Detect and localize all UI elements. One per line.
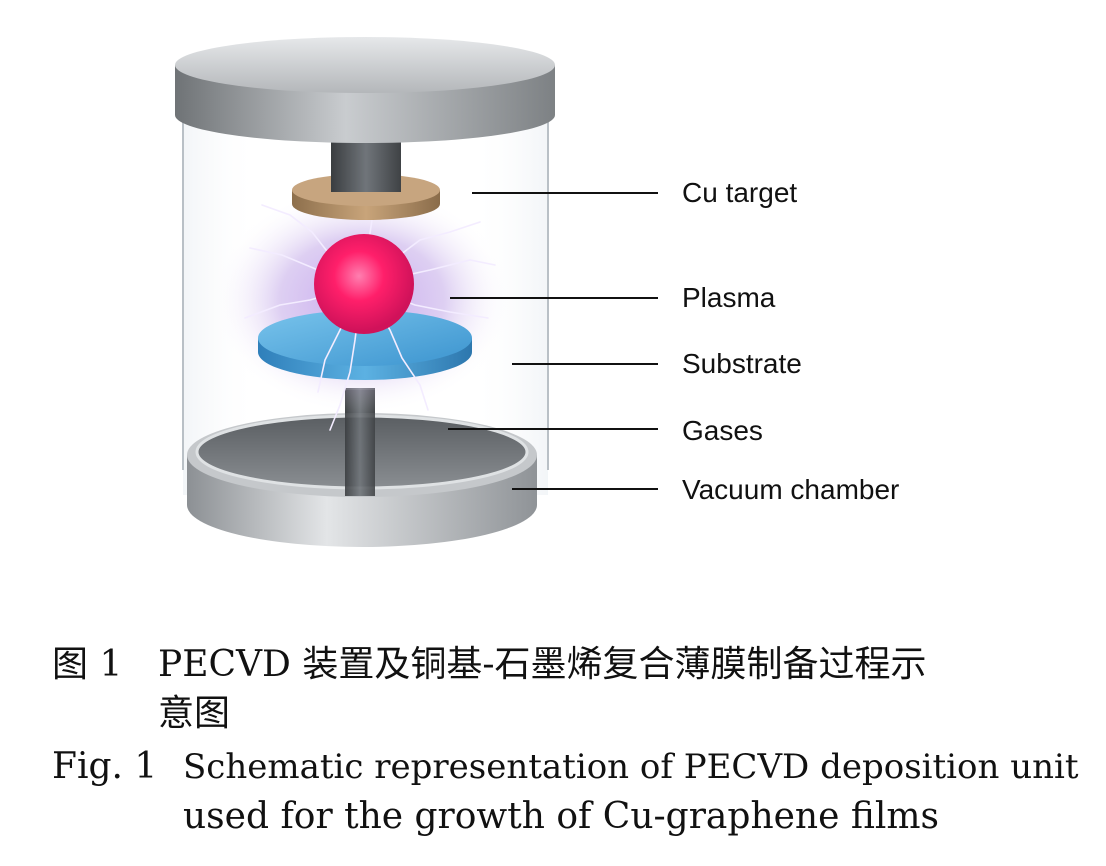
label-plasma: Plasma <box>682 282 776 313</box>
label-vacuum-chamber: Vacuum chamber <box>682 474 899 505</box>
pecvd-schematic: Cu target Plasma Substrate Gases Vacuum … <box>175 37 899 547</box>
plasma-ball <box>314 234 414 334</box>
caption-cn-label: 图 1 <box>52 644 123 685</box>
cu-target-disc <box>292 170 440 220</box>
substrate-disc <box>258 310 472 380</box>
caption-en-line2: used for the growth of Cu-graphene films <box>183 796 939 837</box>
chamber-lid <box>175 37 555 143</box>
caption-en-line1: Schematic representation of PECVD deposi… <box>183 747 1079 787</box>
label-substrate: Substrate <box>682 348 802 379</box>
label-gases: Gases <box>682 415 763 446</box>
label-cu-target: Cu target <box>682 177 797 208</box>
caption-en-label: Fig. 1 <box>52 746 158 787</box>
caption-cn-line1: PECVD 装置及铜基-石墨烯复合薄膜制备过程示 <box>158 644 927 685</box>
caption-cn-line2: 意图 <box>158 693 231 734</box>
